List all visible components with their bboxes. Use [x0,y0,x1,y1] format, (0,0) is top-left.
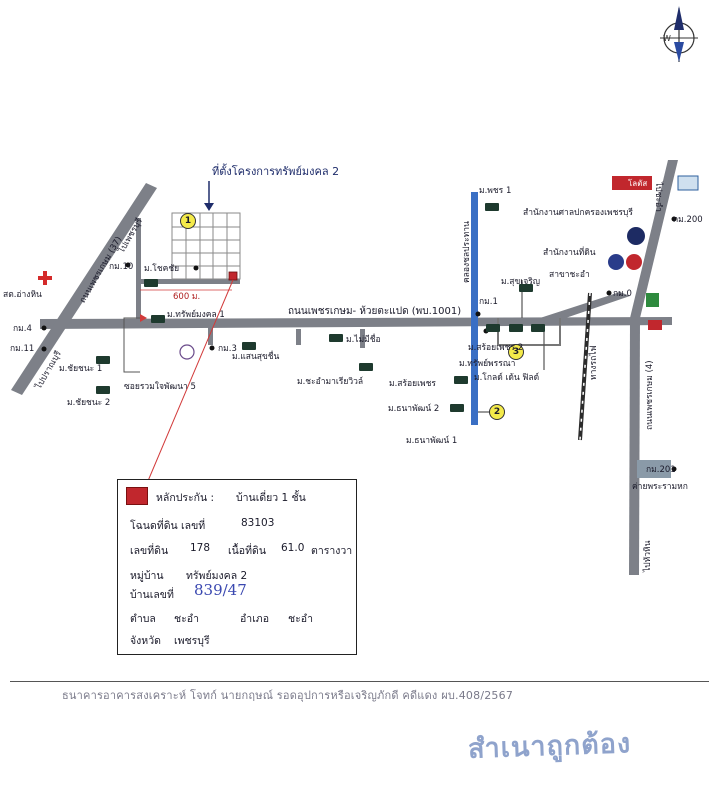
village-house-icons [96,203,545,412]
collateral-type: บ้านเดี่ยว 1 ชั้น [236,492,306,504]
soi-pointer-line [123,317,143,373]
pointer-line [144,279,234,489]
distance-label: 600 ม. [173,292,201,302]
collateral-marker [228,271,238,281]
court-office-icon [627,227,645,245]
parcel-number: 178 [190,542,211,554]
right-diagonal-road-upper [630,160,678,318]
district-value: ชะอำ [288,613,313,625]
lotus-label: โลตัส [628,179,648,188]
km0-label: กม.0 [613,289,632,299]
temple-icon [179,344,195,360]
m-sapphana-label: ม.ทรัพย์พรรณา [459,359,516,369]
deed-label: โฉนดที่ดิน เลขที่ [130,520,206,532]
office-district-label: สำนักงานศาลปกครองเพชรบุรี [523,208,633,218]
collateral-swatch [126,487,148,505]
marker-number-3: 3 [508,344,524,360]
railway-ticks [579,292,591,441]
canal-label: คลองชลประทาน [462,221,472,283]
main-road [40,317,672,329]
km201-label: กม.201 [646,465,676,475]
camp-label: ค่ายพระรามหก [632,482,688,492]
camp-icon [637,460,671,478]
km1-label: กม.1 [479,297,498,307]
right-road-label: ถนนเพชรเกษม (4) [645,360,655,430]
m-sroyphet2-label: ม.สร้อยเพชร 2 [468,343,524,353]
station-cross-icon [38,271,52,285]
right-road-lower [629,322,640,575]
km4-label: กม.4 [13,324,32,334]
svg-text:W: W [663,34,671,43]
land-office-icon-1 [608,254,624,270]
left-diagonal-road [11,183,157,395]
house-no-value: 839/47 [194,581,247,599]
soi-arrow [140,314,147,322]
lotus-store-icon [612,176,652,190]
building-icon [648,320,662,330]
m-thanaphat2-label: ม.ธนาพัฒน์ 2 [388,404,440,414]
collateral-legend: หลักประกัน : บ้านเดี่ยว 1 ชั้น โฉนดที่ดิ… [117,479,357,655]
soi-label: ซอยรวมใจพัฒนา 5 [124,382,196,392]
km10-label: กม.10 [109,262,134,272]
soi-road-project [137,279,240,284]
m-thanaphat1-label: ม.ธนาพัฒน์ 1 [406,436,458,446]
footer-rule [10,681,709,682]
marker-number-2: 2 [489,404,505,420]
office-land-label: สำนักงานที่ดิน [543,248,596,258]
station-label: สต.อ่างหิน [3,290,42,300]
deed-number: 83103 [241,517,275,529]
m-phet1-label: ม.พชร 1 [479,186,512,196]
canal [471,192,478,425]
house-no-label: บ้านเลขที่ [130,589,174,601]
to-cha-am-label: ไปชะอำ [653,182,663,212]
village-label: หมู่บ้าน [130,570,164,582]
certified-stamp: สำเนาถูกต้อง [467,728,632,765]
footer-text: ธนาคารอาคารสงเคราะห์ โจทก์ นายกฤษณ์ รอดอ… [62,689,514,702]
store-icon [677,175,699,191]
km200-label: กม.200 [673,215,703,225]
m-chokchai-label: ม.โชคชัย [144,264,180,274]
main-road-label: ถนนเพชรเกษม- ห้วยตะแปด (พบ.1001) [288,306,462,317]
collateral-label: หลักประกัน : [156,492,215,504]
m-saensukchuen-label: ม.แสนสุขชื่น [232,352,280,362]
marker-number-1: 1 [180,213,196,229]
office-land-branch-label: สาขาชะอำ [549,270,590,280]
m-chaam-riviera-label: ม.ชะอำมาเรียวิวล์ [297,377,364,387]
district-label: อำเภอ [240,613,270,625]
subdistrict-value: ชะอำ [174,613,199,625]
subdistrict-label: ตำบล [130,613,156,625]
compass-icon: W [660,6,698,62]
m-golden-field-label: ม.โกลด์ เด้น ฟิลด์ [474,373,540,383]
land-office-icon-2 [626,254,642,270]
soi-road-lower-2 [296,329,301,345]
m-sukcharoen-label: ม.สุขเจริญ [501,277,540,287]
m-sroyphet-label: ม.สร้อยเพชร [389,379,436,389]
project-label: ที่ตั้งโครงการทรัพย์มงคล 2 [212,165,340,178]
soi-road-lower [360,329,365,348]
province-value: เพชรบุรี [174,635,210,647]
area-value: 61.0 [281,542,305,554]
province-label: จังหวัด [130,635,161,647]
area-unit: ตารางวา [311,545,353,557]
m-chaiyachana1-label: ม.ชัยชนะ 1 [59,364,103,374]
m-sapmongkol1-label: ม.ทรัพย์มงคล 1 [167,310,225,320]
to-hua-hin-label: ไปหัวหิน [643,540,653,572]
parcel-label: เลขที่ดิน [130,545,169,557]
km3-label: กม.3 [218,344,237,354]
railway-label: ทางรถไฟ [589,345,599,380]
m-maimeechue-label: ม.ไม่มีชื่อ [346,335,381,345]
km-dots [41,216,677,472]
branch-road-right [540,292,630,324]
km11-label: กม.11 [10,344,35,354]
soi-road-vertical [136,218,141,320]
village-value: ทรัพย์มงคล 2 [186,570,248,582]
seven-eleven-icon [646,293,659,307]
area-label: เนื้อที่ดิน [228,545,266,557]
m-chaiyachana2-label: ม.ชัยชนะ 2 [67,398,111,408]
project-arrow-head [204,203,214,211]
